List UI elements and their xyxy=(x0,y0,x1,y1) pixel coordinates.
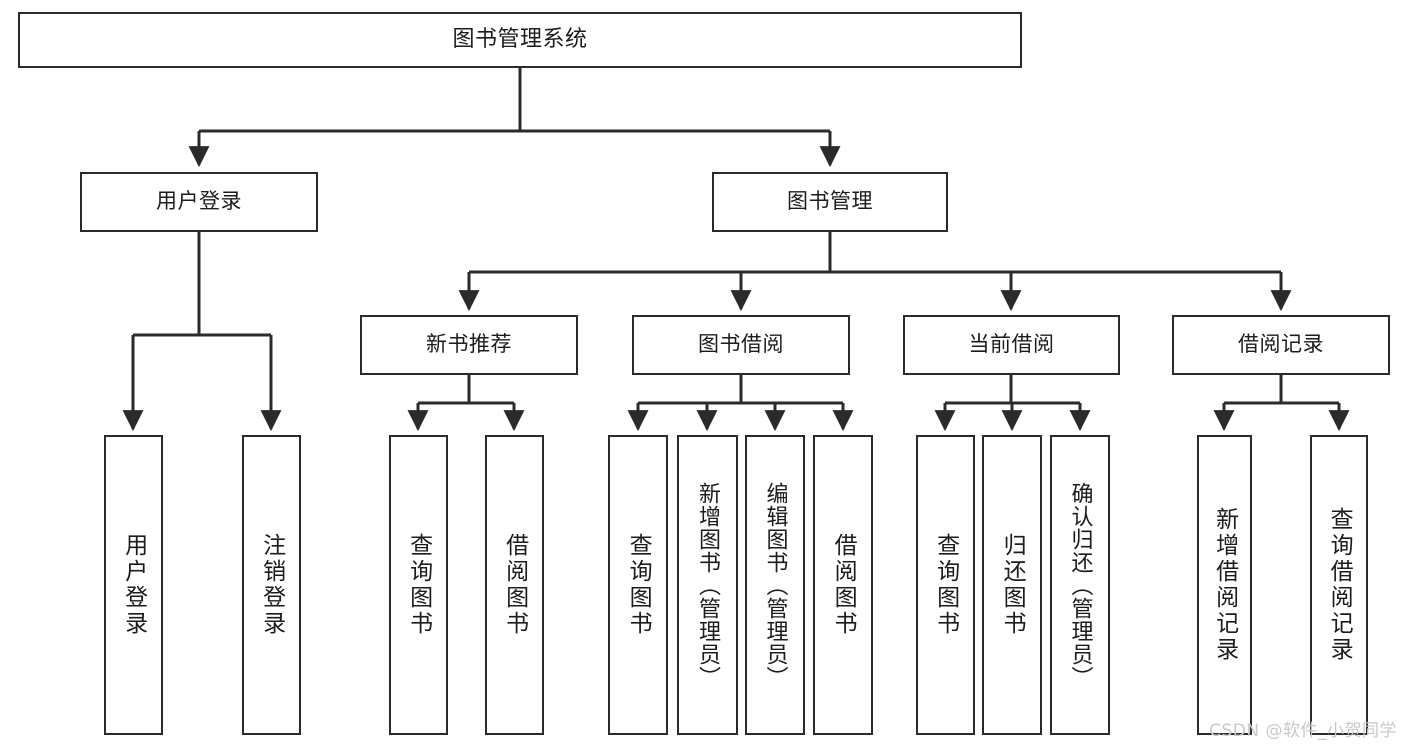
node-label: 图书借阅 xyxy=(698,332,784,357)
node-label: 用户登录 xyxy=(156,189,242,214)
node-leaf-borrow-books-newbook[interactable]: 借阅图书 xyxy=(485,435,544,735)
node-book-management[interactable]: 图书管理 xyxy=(712,172,948,232)
node-label: 当前借阅 xyxy=(968,332,1055,357)
node-label: 新书推荐 xyxy=(426,332,512,357)
node-label: 查询图书 xyxy=(625,533,652,637)
node-label: 确认归还（管理员） xyxy=(1067,481,1093,689)
node-leaf-query-books-borrow[interactable]: 查询图书 xyxy=(608,435,668,735)
node-label: 编辑图书（管理员） xyxy=(762,481,788,689)
node-user-login[interactable]: 用户登录 xyxy=(80,172,318,232)
node-leaf-edit-book-admin[interactable]: 编辑图书（管理员） xyxy=(745,435,805,735)
csdn-watermark: CSDN @软件_小贺同学 xyxy=(1209,721,1397,741)
node-label: 借阅记录 xyxy=(1238,332,1324,357)
node-label: 图书管理 xyxy=(787,189,873,214)
node-leaf-add-book-admin[interactable]: 新增图书（管理员） xyxy=(677,435,738,735)
node-label: 图书管理系统 xyxy=(452,26,588,52)
node-label: 新增借阅记录 xyxy=(1211,507,1238,663)
node-label: 注销登录 xyxy=(258,533,285,637)
node-leaf-query-books-newbook[interactable]: 查询图书 xyxy=(389,435,448,735)
node-borrowing-records[interactable]: 借阅记录 xyxy=(1172,315,1390,375)
node-root-book-management-system[interactable]: 图书管理系统 xyxy=(18,12,1022,68)
node-label: 查询图书 xyxy=(932,533,959,637)
node-book-borrowing[interactable]: 图书借阅 xyxy=(632,315,850,375)
node-label: 归还图书 xyxy=(999,533,1026,637)
node-leaf-query-books-current[interactable]: 查询图书 xyxy=(916,435,975,735)
node-leaf-logout[interactable]: 注销登录 xyxy=(242,435,301,735)
node-leaf-query-borrow-record[interactable]: 查询借阅记录 xyxy=(1310,435,1368,735)
node-label: 查询图书 xyxy=(405,533,432,637)
node-leaf-user-login[interactable]: 用户登录 xyxy=(104,435,163,735)
node-leaf-borrow-books-borrow[interactable]: 借阅图书 xyxy=(813,435,873,735)
node-label: 借阅图书 xyxy=(830,533,857,637)
node-label: 借阅图书 xyxy=(501,533,528,637)
node-leaf-return-books[interactable]: 归还图书 xyxy=(982,435,1042,735)
node-label: 新增图书（管理员） xyxy=(695,481,721,689)
node-label: 查询借阅记录 xyxy=(1326,507,1353,663)
node-new-book-recommendation[interactable]: 新书推荐 xyxy=(360,315,578,375)
node-leaf-confirm-return-admin[interactable]: 确认归还（管理员） xyxy=(1050,435,1110,735)
node-leaf-add-borrow-record[interactable]: 新增借阅记录 xyxy=(1197,435,1252,735)
node-label: 用户登录 xyxy=(120,533,147,637)
node-current-borrowing[interactable]: 当前借阅 xyxy=(903,315,1120,375)
